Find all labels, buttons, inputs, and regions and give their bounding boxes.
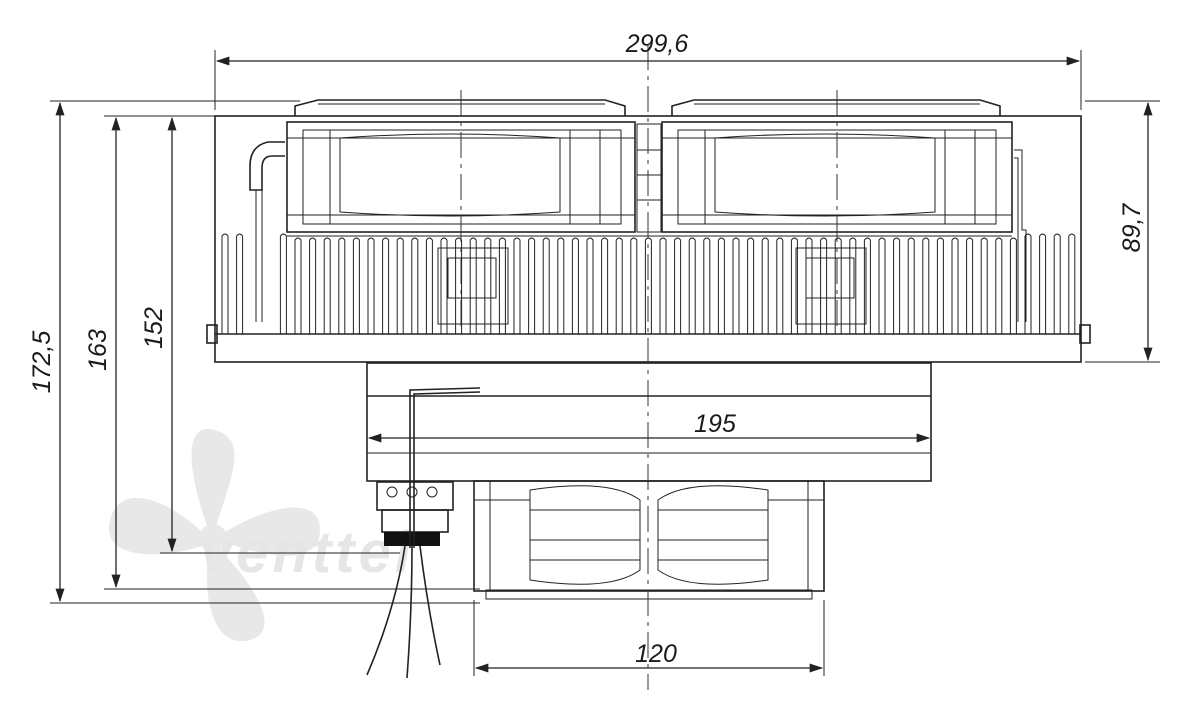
grille-fin — [1009, 237, 1017, 334]
grille-fin — [878, 237, 886, 334]
dim-height-152: 152 — [140, 307, 168, 349]
grille-fin — [411, 237, 419, 334]
grille-fin — [805, 237, 813, 334]
grille-fin — [382, 237, 390, 334]
grille-fin — [615, 237, 623, 334]
grille-fin — [352, 237, 360, 334]
center-lines — [460, 44, 838, 690]
lower-housing — [366, 362, 932, 679]
grille-fin — [396, 237, 404, 334]
grille-fin — [425, 237, 433, 334]
grille-fin — [557, 237, 565, 334]
grille-fins — [221, 233, 1076, 334]
dim-height-163: 163 — [84, 329, 112, 371]
grille-fin — [922, 237, 930, 334]
grille-fin — [747, 237, 755, 334]
grille-fin — [323, 237, 331, 334]
watermark-fan-icon — [108, 428, 320, 642]
grille-fin — [542, 237, 550, 334]
grille-fin — [790, 237, 798, 334]
grille-fin — [601, 237, 609, 334]
grille-fin — [469, 237, 477, 334]
grille-fin — [1053, 233, 1061, 334]
grille-fin — [440, 237, 448, 334]
grille-fin — [893, 237, 901, 334]
grille-fin — [279, 233, 287, 334]
grille-fin — [630, 237, 638, 334]
grille-fin — [367, 237, 375, 334]
watermark: venttel — [108, 428, 411, 642]
grille-fin — [951, 237, 959, 334]
grille-fin — [1039, 233, 1047, 334]
cable-gland-nut — [384, 532, 440, 546]
grille-fin — [863, 237, 871, 334]
grille-fin — [995, 237, 1003, 334]
grille-fin — [236, 233, 244, 334]
grille-fin — [1068, 233, 1076, 334]
grille-fin — [338, 237, 346, 334]
dim-top-height: 89,7 — [1118, 203, 1146, 253]
grille-fin — [761, 237, 769, 334]
grille-fin — [659, 237, 667, 334]
grille-fin — [571, 237, 579, 334]
grille-fin — [849, 237, 857, 334]
grille-fin — [820, 237, 828, 334]
grille-fin — [732, 237, 740, 334]
grille-fin — [484, 237, 492, 334]
dim-overall-height: 172,5 — [28, 331, 56, 394]
grille-fin — [1024, 233, 1032, 334]
grille-fin — [528, 237, 536, 334]
grille-fin — [834, 237, 842, 334]
dim-bottom-assembly-width: 195 — [694, 410, 736, 438]
grille-fin — [936, 237, 944, 334]
grille-fin — [586, 237, 594, 334]
grille-fin — [498, 237, 506, 334]
grille-fin — [980, 237, 988, 334]
dim-overall-width: 299,6 — [625, 30, 689, 58]
grille-fin — [688, 237, 696, 334]
grille-fin — [703, 237, 711, 334]
grille-fin — [513, 237, 521, 334]
grille-fin — [221, 233, 229, 334]
dimension-lines — [50, 50, 1160, 676]
grille-fin — [309, 237, 317, 334]
grille-fin — [674, 237, 682, 334]
dim-fan-width: 120 — [635, 640, 677, 668]
grille-fin — [717, 237, 725, 334]
grille-fin — [966, 237, 974, 334]
grille-fin — [294, 237, 302, 334]
grille-fin — [776, 237, 784, 334]
grille-fin — [455, 237, 463, 334]
grille-fin — [907, 237, 915, 334]
